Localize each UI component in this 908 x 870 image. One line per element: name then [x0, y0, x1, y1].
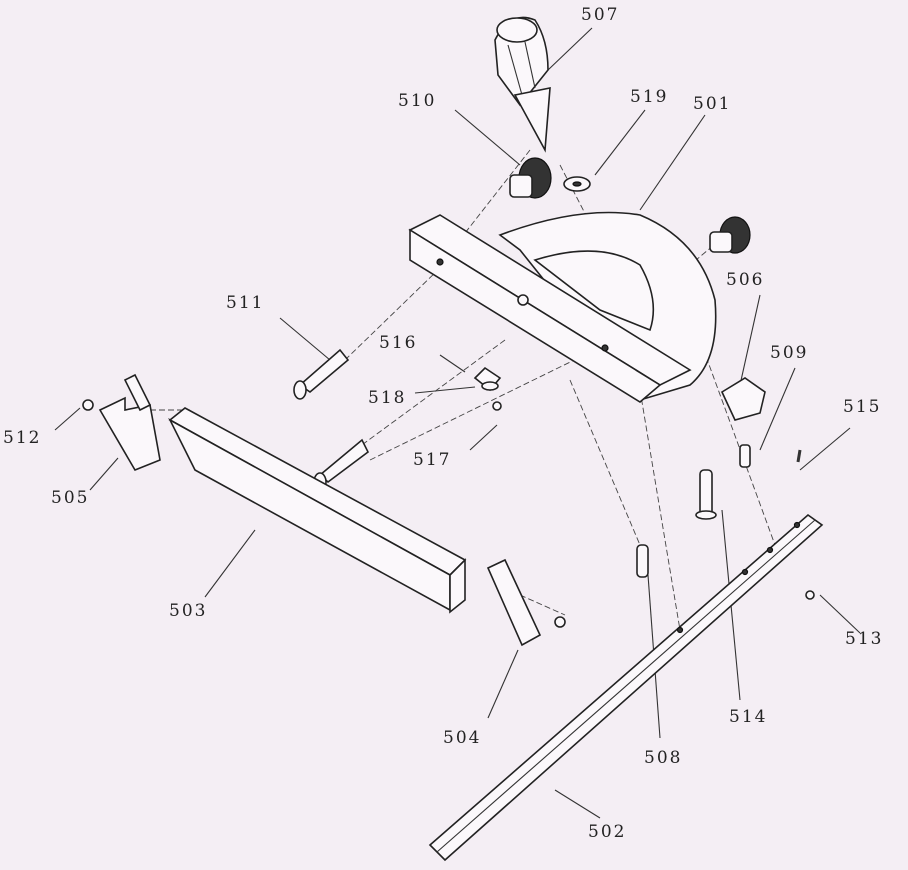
label-507: 507: [581, 5, 619, 25]
label-505: 505: [51, 488, 89, 508]
part-504-clamp: [486, 558, 566, 647]
label-501: 501: [693, 94, 731, 114]
part-511-517-bolts: [293, 348, 370, 492]
part-507-knob: [494, 16, 551, 153]
part-519-washer: [563, 176, 591, 192]
part-501-miter-body: [408, 211, 717, 403]
label-508: 508: [644, 748, 682, 768]
label-502: 502: [588, 822, 626, 842]
pins: [636, 444, 802, 578]
label-518: 518: [368, 388, 406, 408]
label-512: 512: [3, 428, 41, 448]
label-513: 513: [845, 629, 883, 649]
label-506: 506: [726, 270, 764, 290]
label-515: 515: [843, 397, 881, 417]
label-503: 503: [169, 601, 207, 621]
small-parts-516-518: [473, 366, 502, 411]
label-510: 510: [398, 91, 436, 111]
label-514: 514: [729, 707, 767, 727]
part-labels: 507 510 519 501 506 509 511 516 518 515 …: [3, 5, 883, 842]
label-509: 509: [770, 343, 808, 363]
part-506-block: [720, 377, 766, 421]
label-504: 504: [443, 728, 481, 748]
part-505-stop: [82, 373, 161, 471]
part-502-bar: [428, 513, 824, 862]
part-510-lock-knobs: [509, 157, 751, 254]
label-516: 516: [379, 333, 417, 353]
label-519: 519: [630, 87, 668, 107]
label-517: 517: [413, 450, 451, 470]
label-511: 511: [226, 293, 264, 313]
part-503-fence: [168, 407, 467, 614]
